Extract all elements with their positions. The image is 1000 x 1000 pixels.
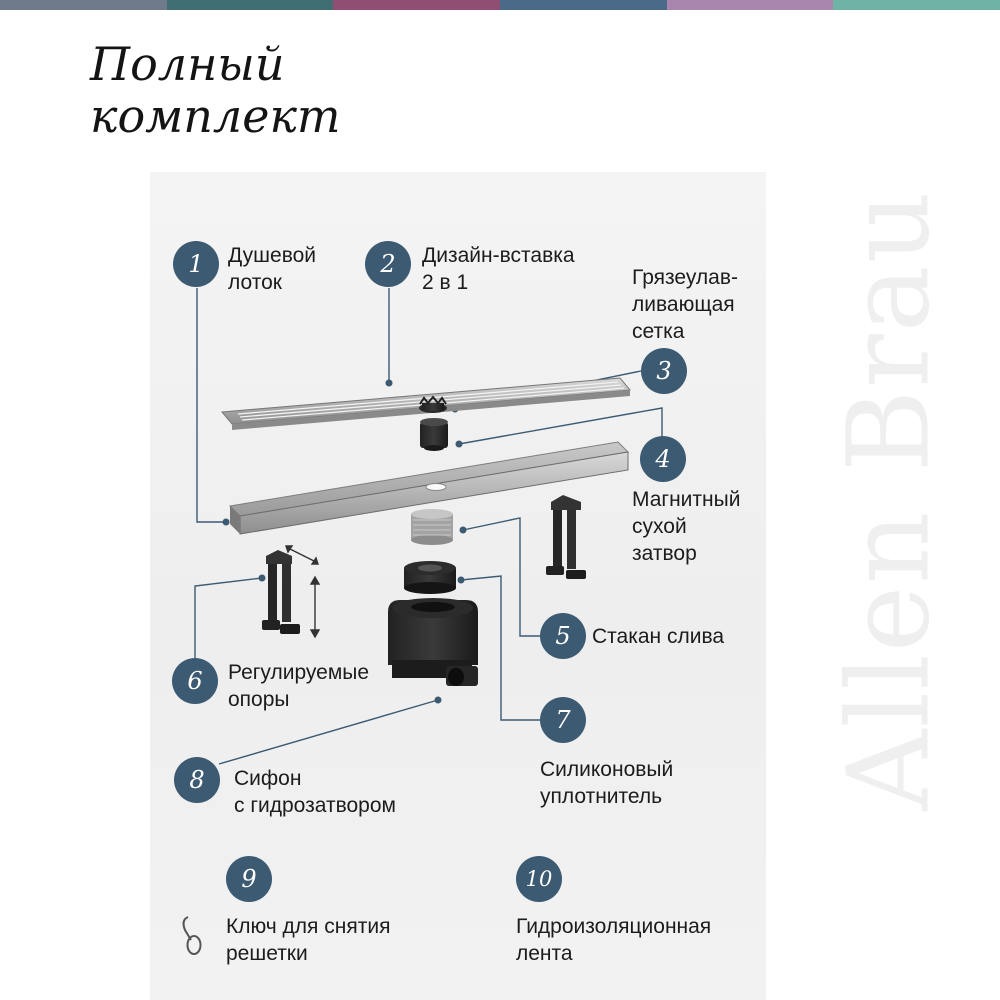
stripe-5 [666, 0, 834, 10]
label-siphon: Сифон с гидрозатвором [234, 767, 396, 817]
stripe-3 [333, 0, 501, 10]
badge-2: 2 [365, 241, 411, 287]
stripe-1 [0, 0, 167, 10]
leader-8 [218, 699, 439, 765]
badge-9: 9 [226, 856, 272, 902]
label-key: Ключ для снятия решетки [226, 915, 391, 965]
label-silicone-seal: Силиконовый уплотнитель [540, 758, 674, 808]
badge-10: 10 [516, 856, 562, 902]
label-waterproof-tape: Гидроизоляционная лента [516, 915, 712, 965]
strainer-mesh [419, 395, 447, 413]
label-strainer: Грязеулав- ливающая сетка [632, 266, 738, 343]
label-shower-channel: Душевой лоток [228, 244, 317, 294]
badge-1: 1 [173, 241, 219, 287]
badge-6: 6 [172, 658, 218, 704]
label-adjustable-supports: Регулируемые опоры [228, 661, 370, 711]
badge-7: 7 [540, 697, 586, 743]
page-title: Полный комплект [90, 37, 341, 143]
leader-6 [194, 577, 263, 658]
stripe-6 [833, 0, 1000, 10]
badge-5: 5 [540, 613, 586, 659]
badge-3: 3 [641, 348, 687, 394]
drain-cup [411, 509, 453, 545]
adjustable-support-left [262, 545, 321, 639]
stripe-4 [500, 0, 667, 10]
badge-8: 8 [174, 757, 220, 803]
stripe-2 [166, 0, 334, 10]
magnetic-trap [420, 418, 448, 451]
adjustable-support-right [546, 495, 586, 579]
silicone-seal [404, 561, 456, 594]
label-design-insert: Дизайн-вставка 2 в 1 [422, 244, 575, 294]
siphon [388, 598, 478, 686]
label-drain-cup: Стакан слива [592, 625, 725, 648]
badge-4: 4 [640, 436, 686, 482]
leader-1 [196, 288, 226, 523]
leader-4 [458, 407, 663, 445]
leader-7 [460, 575, 540, 721]
leader-5 [462, 517, 540, 637]
color-stripe-bar [0, 0, 1000, 10]
label-magnetic-trap: Магнитный сухой затвор [632, 488, 741, 565]
shower-channel [228, 441, 630, 535]
key-icon [182, 916, 202, 955]
